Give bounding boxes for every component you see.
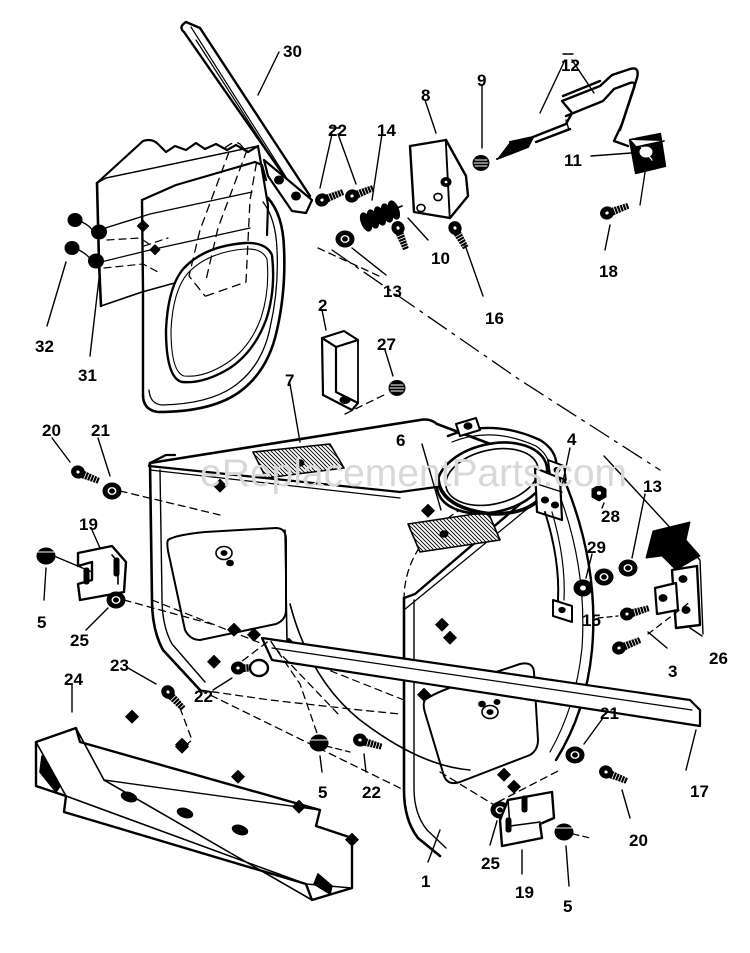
- callout-15: 15: [582, 611, 601, 630]
- part-22-bolts-upper: [313, 127, 376, 209]
- part-7-decal: [252, 383, 345, 479]
- callout-22a: 22: [328, 121, 347, 140]
- callout-25a: 25: [70, 631, 89, 650]
- part-25-washer-left: [85, 591, 126, 631]
- callout-21a: 21: [91, 421, 110, 440]
- part-22-bolt-lower-b: [351, 731, 384, 773]
- part-5-nut-right: [554, 823, 591, 887]
- part-13-washer-lower: [618, 493, 646, 577]
- part-24-channel-beam: [34, 683, 359, 902]
- callout-5b: 5: [318, 783, 328, 802]
- part-4-chute-collar: [435, 417, 573, 623]
- callout-13a: 13: [383, 282, 402, 301]
- callout-7: 7: [285, 371, 295, 390]
- part-22-bolt-lower-a: [212, 658, 270, 691]
- part-5-nut-lower: [309, 734, 351, 773]
- callout-18: 18: [599, 262, 618, 281]
- part-23-bolt: [127, 667, 193, 754]
- callout-30: 30: [283, 42, 302, 61]
- callout-29: 29: [587, 538, 606, 557]
- callout-2: 2: [318, 296, 328, 315]
- part-29-lockwasher: [573, 553, 593, 597]
- callout-8: 8: [421, 86, 431, 105]
- callout-27: 27: [377, 335, 396, 354]
- part-21-washer-left: [97, 437, 122, 500]
- callout-3: 3: [668, 662, 678, 681]
- tractor-frame-assembly: [46, 138, 286, 414]
- callout-5a: 5: [37, 613, 47, 632]
- callout-19b: 19: [515, 883, 534, 902]
- callout-31: 31: [78, 366, 97, 385]
- callout-10: 10: [431, 249, 450, 268]
- part-28-nut: [591, 484, 607, 509]
- part-18-set-screw: [598, 199, 631, 251]
- callout-21b: 21: [600, 704, 619, 723]
- callout-4: 4: [567, 430, 577, 449]
- part-27-nut: [344, 349, 406, 415]
- callout-9: 9: [477, 71, 487, 90]
- part-12-rod-linkage: [496, 53, 639, 160]
- callout-25b: 25: [481, 854, 500, 873]
- callout-20a: 20: [42, 421, 61, 440]
- part-14-spring: [359, 133, 403, 232]
- direction-arrow-icon: [645, 521, 701, 571]
- callout-5c: 5: [563, 897, 573, 916]
- part-16-bolt: [446, 218, 484, 297]
- callout-6: 6: [396, 431, 406, 450]
- callout-17: 17: [690, 782, 709, 801]
- callout-11: 11: [564, 151, 582, 170]
- part-19-skid-bracket-right: [498, 790, 556, 875]
- part-30-handle-lever: [180, 20, 314, 215]
- part-1-auger-housing: [147, 418, 595, 863]
- callout-22b: 22: [194, 687, 213, 706]
- part-10-pin: [389, 217, 429, 252]
- callout-23: 23: [110, 656, 129, 675]
- part-21-washer-right: [565, 717, 604, 764]
- part-8-bracket: [408, 99, 470, 220]
- callout-26: 26: [709, 649, 728, 668]
- part-26-side-bracket: [603, 455, 704, 637]
- part-29-washer-b: [594, 568, 614, 586]
- part-15-bolt: [597, 601, 651, 623]
- callout-20b: 20: [629, 831, 648, 850]
- callout-28: 28: [601, 507, 620, 526]
- part-6-decal: [407, 443, 501, 553]
- part-19-skid-bracket-left: [76, 529, 128, 602]
- part-5-nut-left: [36, 547, 93, 601]
- callout-22c: 22: [362, 783, 381, 802]
- part-11-clamp-block: [590, 132, 667, 206]
- callout-16: 16: [485, 309, 504, 328]
- callout-13b: 13: [643, 477, 662, 496]
- callout-14: 14: [377, 121, 396, 140]
- part-2-bracket-clip: [320, 309, 360, 412]
- part-13-washer-upper: [317, 230, 387, 277]
- part-20-bolt-right: [597, 763, 631, 819]
- part-20-bolt-left: [51, 437, 102, 487]
- part-9-nut: [472, 85, 490, 171]
- callout-12: 12: [561, 56, 580, 75]
- part-25-washer-right: [489, 801, 510, 846]
- callout-19a: 19: [79, 515, 98, 534]
- callout-1: 1: [421, 872, 431, 891]
- part-17-scraper-bar: [260, 636, 702, 771]
- part-3-carriage-bolt: [610, 601, 691, 657]
- callout-32: 32: [35, 337, 54, 356]
- callout-24: 24: [64, 670, 83, 689]
